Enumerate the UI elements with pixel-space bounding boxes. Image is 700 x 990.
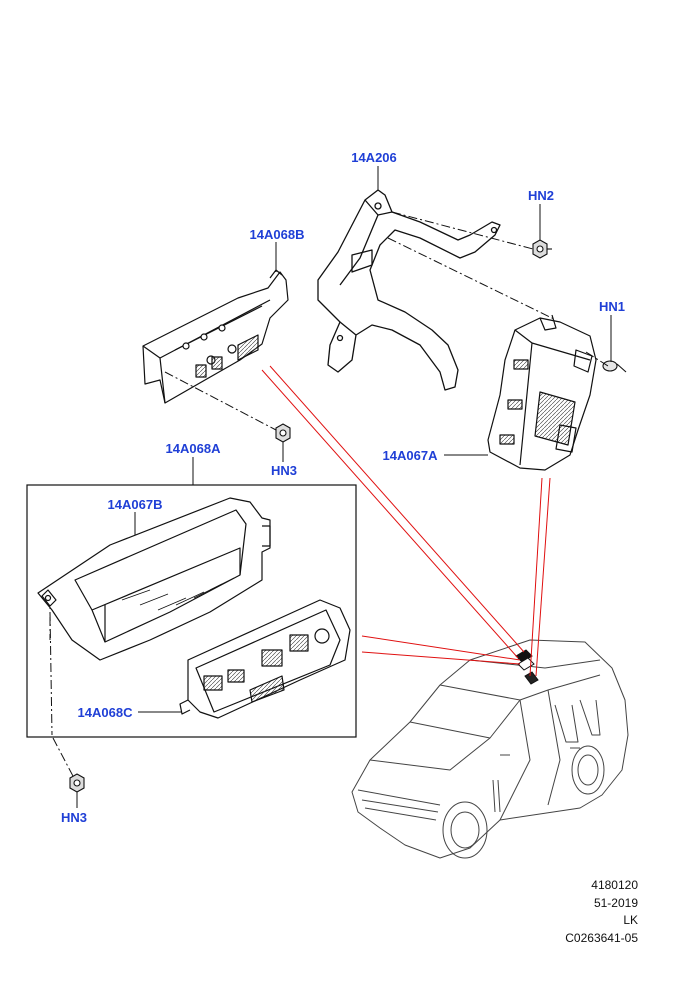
nut-hn3-lower (69, 773, 85, 793)
reference-line-4: C0263641-05 (565, 930, 638, 945)
label-hn3-lower: HN3 (61, 810, 87, 825)
label-hn3-upper: HN3 (271, 463, 297, 478)
vehicle-outline (351, 639, 629, 859)
nut-hn2 (532, 239, 552, 259)
module-14a067a (487, 314, 597, 471)
assembly-box-14a068a (26, 484, 357, 738)
guide-line-lower (49, 611, 53, 736)
label-14a068c: 14A068C (78, 705, 134, 720)
location-leaders (261, 365, 551, 677)
reference-line-1: 4180120 (591, 878, 638, 892)
nut-hn1 (602, 360, 627, 373)
bracket-14a206 (317, 189, 501, 391)
reference-line-2: 51-2019 (593, 895, 638, 910)
fusebox-14a068b (142, 269, 289, 404)
label-hn1: HN1 (599, 299, 625, 314)
cover-14a067b (37, 497, 271, 661)
label-14a067a: 14A067A (383, 448, 439, 463)
label-14a068a: 14A068A (166, 441, 222, 456)
label-14a068b: 14A068B (250, 227, 305, 242)
label-14a067b: 14A067B (108, 497, 163, 512)
label-hn2: HN2 (528, 188, 554, 203)
vehicle-location-markers (515, 649, 539, 685)
label-14a206: 14A206 (351, 150, 397, 165)
assembly-guide-lines (49, 211, 609, 779)
fusebox-14a068c (179, 599, 351, 719)
nut-hn3-upper (275, 423, 291, 443)
callout-leaders (76, 166, 612, 808)
reference-block: 4180120 51-2019 LK C0263641-05 (565, 877, 638, 947)
reference-line-3: LK (623, 913, 638, 927)
